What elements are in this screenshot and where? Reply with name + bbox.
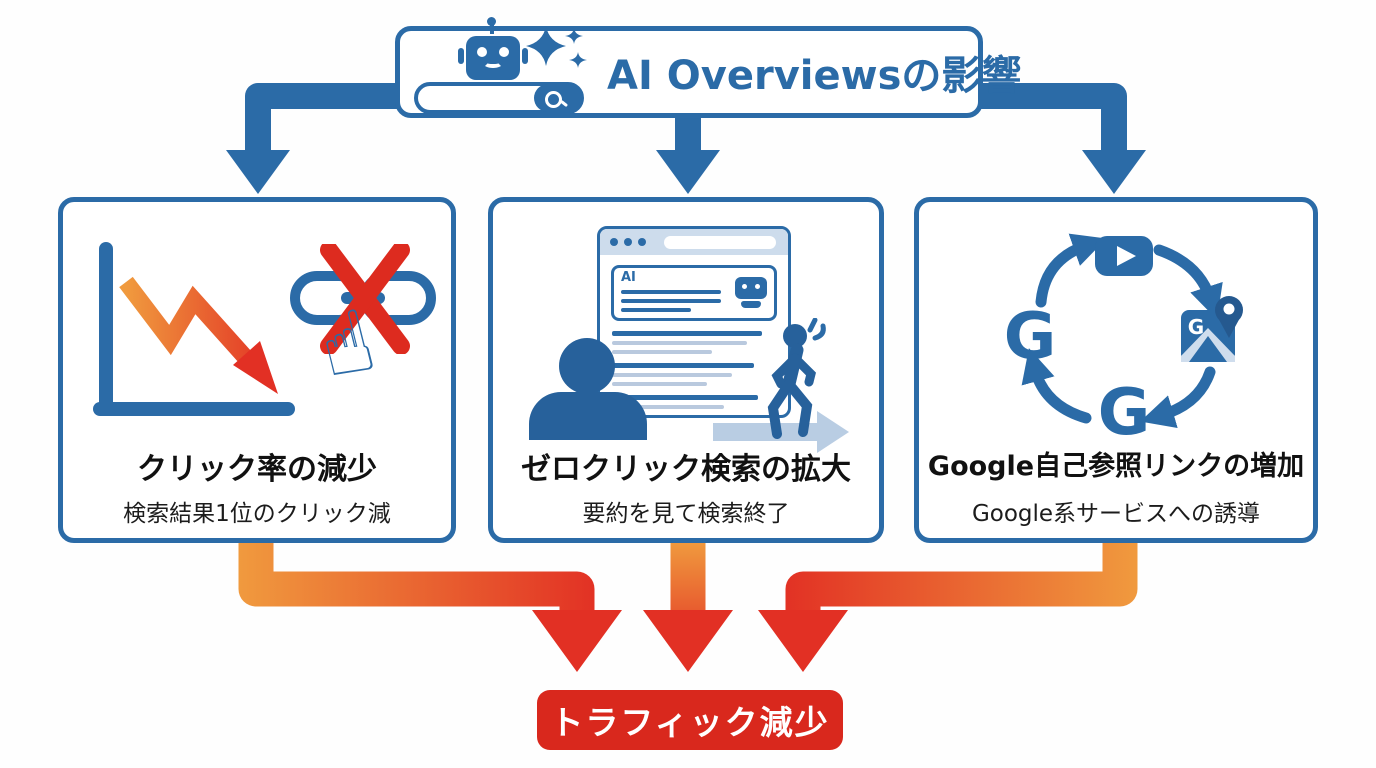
blue-arrow-right — [978, 83, 1146, 194]
url-bar — [664, 236, 776, 249]
robot-search-icon — [414, 17, 599, 114]
google-g-icon: G — [1004, 300, 1057, 374]
cause-title: Google自己参照リンクの増加 — [927, 451, 1305, 482]
robot-icon — [735, 277, 767, 308]
ai-label: AI — [621, 270, 636, 285]
header-box: AI Overviewsの影響 — [395, 17, 1021, 118]
cause-subtitle: 要約を見て検索終了 — [582, 501, 790, 527]
google-maps-icon: G — [1181, 296, 1243, 362]
cause-subtitle: 検索結果1位のクリック減 — [123, 501, 391, 527]
youtube-icon — [1095, 236, 1153, 276]
cause-title: クリック率の減少 — [137, 452, 377, 487]
cycle-arrow-icon — [1021, 348, 1092, 424]
gradient-arrow-right — [758, 542, 1138, 672]
browser-chrome — [600, 229, 788, 255]
gradient-arrow-center — [643, 542, 733, 672]
search-bar-icon — [414, 82, 584, 114]
gradient-arrow-left — [238, 542, 622, 672]
walking-person-icon — [767, 318, 826, 439]
robot-icon — [458, 17, 528, 80]
cause-box-zero-click: AI — [488, 197, 884, 543]
user-silhouette-icon — [559, 338, 615, 394]
result-label: トラフィック減少 — [550, 703, 830, 742]
cycle-arrow-icon — [1035, 233, 1107, 308]
cause-subtitle: Google系サービスへの誘導 — [971, 501, 1261, 527]
browser-window-icon: AI — [597, 226, 791, 418]
sparkles-icon — [526, 26, 587, 68]
result-box: トラフィック減少 — [537, 690, 843, 750]
cause-box-google-self-links: G G G Google自己参照リンクの増加 Google系サービスへの誘導 — [914, 197, 1318, 543]
magnifier-icon — [545, 91, 562, 108]
cause-title: ゼロクリック検索の拡大 — [521, 452, 851, 487]
ai-summary-card: AI — [611, 265, 777, 321]
google-g-icon: G — [1098, 376, 1151, 442]
blue-arrow-left — [226, 83, 400, 194]
cause-box-ctr-decline: ☝ クリック率の減少 検索結果1位のクリック減 — [58, 197, 456, 543]
svg-text:G: G — [1188, 315, 1204, 339]
blue-arrow-center — [656, 116, 720, 194]
google-services-cycle: G G G — [1004, 233, 1243, 442]
exit-arrow-icon — [713, 423, 817, 441]
cycle-arrow-icon — [1140, 366, 1216, 429]
broken-link-icon — [290, 244, 436, 354]
cycle-arrow-icon — [1153, 244, 1223, 320]
header-title: AI Overviewsの影響 — [607, 53, 1022, 99]
declining-chart-icon — [93, 242, 295, 416]
